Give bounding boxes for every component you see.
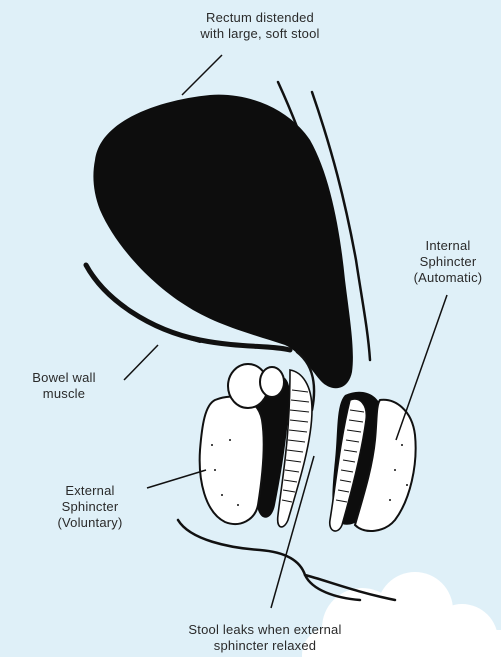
label-external-line3: (Voluntary) — [35, 515, 145, 531]
label-bowel-wall: Bowel wall muscle — [14, 370, 114, 402]
label-internal-line2: Sphincter — [398, 254, 498, 270]
label-stool-line1: Stool leaks when external — [130, 622, 400, 638]
label-rectum-line2: with large, soft stool — [150, 26, 370, 42]
label-stool-leaks: Stool leaks when external sphincter rela… — [130, 622, 400, 654]
label-external-sphincter: External Sphincter (Voluntary) — [35, 483, 145, 531]
label-internal-sphincter: Internal Sphincter (Automatic) — [398, 238, 498, 286]
label-external-line1: External — [35, 483, 145, 499]
label-internal-line3: (Automatic) — [398, 270, 498, 286]
label-stool-line2: sphincter relaxed — [130, 638, 400, 654]
label-rectum: Rectum distended with large, soft stool — [150, 10, 370, 42]
label-bowel-line2: muscle — [14, 386, 114, 402]
label-bowel-line1: Bowel wall — [14, 370, 114, 386]
label-external-line2: Sphincter — [35, 499, 145, 515]
label-internal-line1: Internal — [398, 238, 498, 254]
label-rectum-line1: Rectum distended — [150, 10, 370, 26]
